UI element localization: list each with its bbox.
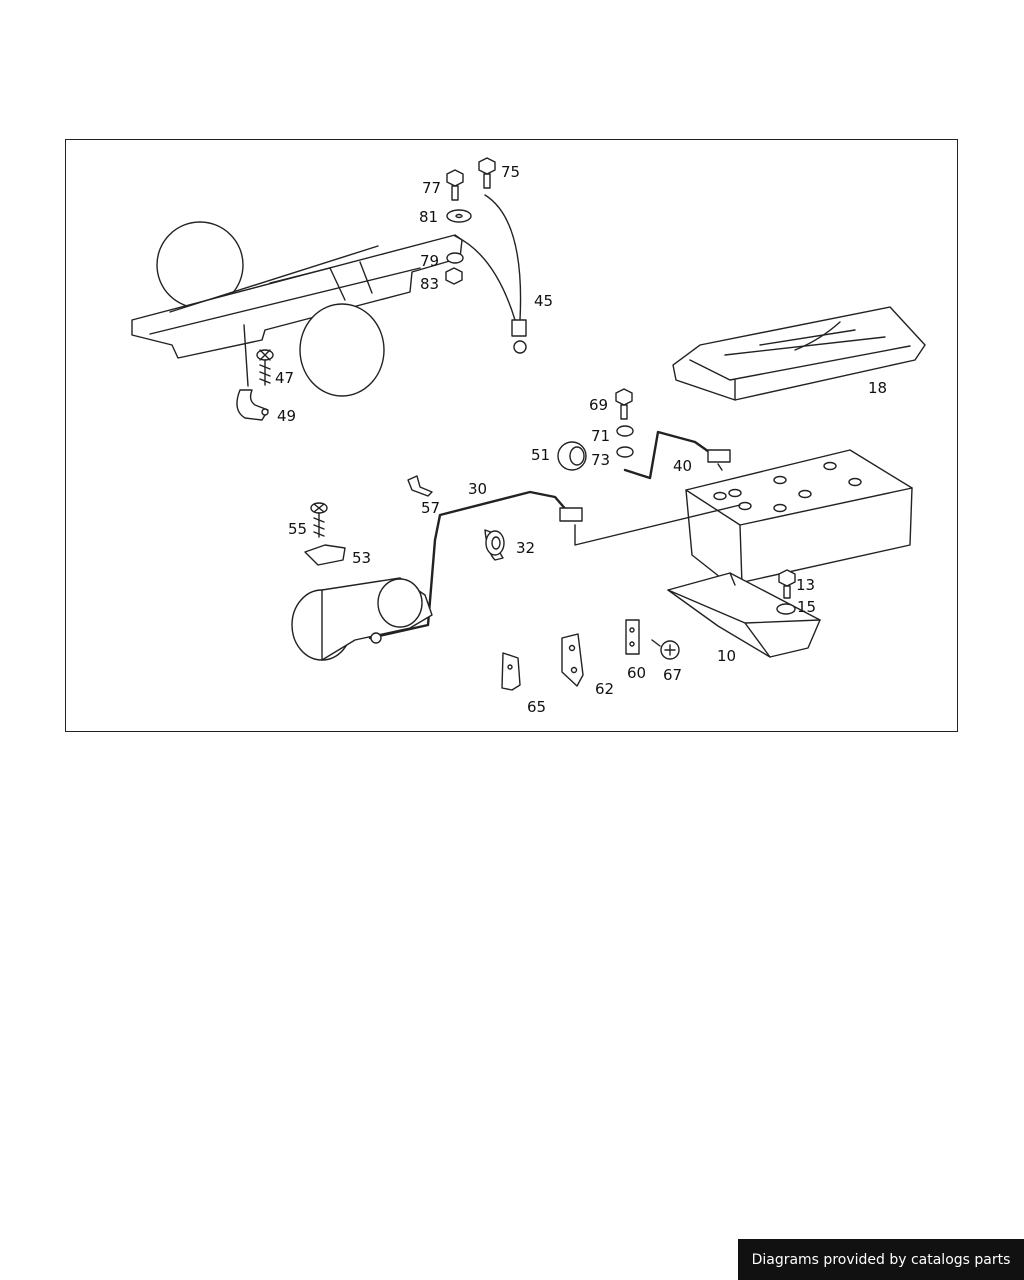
clamp-32 — [484, 529, 505, 561]
screw-67 — [651, 639, 680, 660]
bolt-77 — [446, 169, 464, 201]
label-40: 40 — [673, 457, 692, 475]
label-32: 32 — [516, 539, 535, 557]
ground-strap-45 — [445, 157, 527, 354]
battery-tray-10 — [667, 572, 821, 658]
label-15: 15 — [797, 598, 816, 616]
label-55: 55 — [288, 520, 307, 538]
battery-cable-40 — [615, 388, 731, 480]
clip-53 — [304, 544, 346, 566]
label-49: 49 — [277, 407, 296, 425]
label-71: 71 — [591, 427, 610, 445]
screw-47 — [256, 349, 274, 386]
footer-credit-banner: Diagrams provided by catalogs parts — [738, 1239, 1024, 1280]
label-65: 65 — [527, 698, 546, 716]
starter-cable-30 — [368, 490, 741, 640]
battery-cover-18 — [672, 306, 926, 401]
label-69: 69 — [589, 396, 608, 414]
bracket-65 — [501, 652, 521, 691]
bolt-75 — [478, 157, 496, 189]
label-62: 62 — [595, 680, 614, 698]
clamp-49 — [236, 389, 269, 421]
starter-motor — [291, 577, 433, 661]
label-30: 30 — [468, 480, 487, 498]
bracket-62 — [561, 633, 584, 687]
battery — [685, 449, 913, 586]
label-79: 79 — [420, 252, 439, 270]
screw-55 — [310, 502, 328, 538]
chassis-illustration — [131, 221, 463, 397]
washer-71 — [616, 425, 634, 437]
lock-washer-79 — [446, 252, 464, 264]
clip-57 — [407, 475, 433, 497]
label-53: 53 — [352, 549, 371, 567]
label-51: 51 — [531, 446, 550, 464]
grommet-51 — [557, 441, 587, 471]
bolt-13 — [778, 569, 796, 599]
label-77: 77 — [422, 179, 441, 197]
label-47: 47 — [275, 369, 294, 387]
label-73: 73 — [591, 451, 610, 469]
label-67: 67 — [663, 666, 682, 684]
part-labels: 77 75 81 79 83 45 47 49 18 69 71 73 51 4… — [275, 163, 887, 716]
label-18: 18 — [868, 379, 887, 397]
label-45: 45 — [534, 292, 553, 310]
label-57: 57 — [421, 499, 440, 517]
bracket-60 — [625, 619, 640, 655]
washer-15 — [776, 603, 796, 615]
washer-73 — [616, 446, 634, 458]
bolt-69 — [615, 388, 633, 420]
nut-83 — [445, 267, 463, 285]
footer-credit-text: Diagrams provided by catalogs parts — [751, 1251, 1011, 1268]
label-75: 75 — [501, 163, 520, 181]
label-13: 13 — [796, 576, 815, 594]
label-83: 83 — [420, 275, 439, 293]
front-wheel — [299, 303, 385, 397]
label-10: 10 — [717, 647, 736, 665]
label-81: 81 — [419, 208, 438, 226]
label-60: 60 — [627, 664, 646, 682]
